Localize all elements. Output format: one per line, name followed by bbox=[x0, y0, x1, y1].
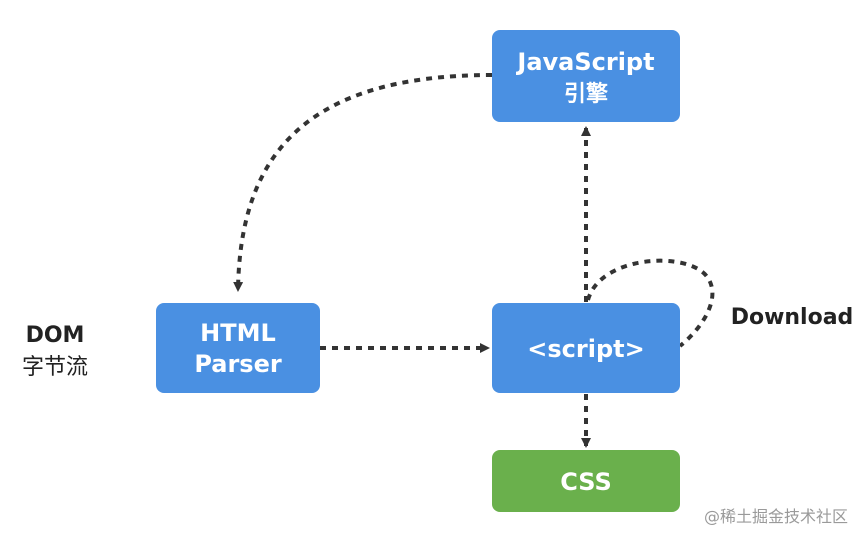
js-engine-label-line1: JavaScript bbox=[515, 48, 654, 76]
script-label: <script> bbox=[527, 335, 644, 363]
node-css: CSS bbox=[492, 450, 680, 512]
node-js-engine: JavaScript 引擎 bbox=[492, 30, 680, 122]
download-label: Download bbox=[731, 305, 854, 330]
watermark-text: @稀土掘金技术社区 bbox=[704, 507, 848, 526]
download-loop bbox=[586, 258, 715, 348]
node-html-parser: HTML Parser bbox=[156, 303, 320, 393]
byte-stream-label: 字节流 bbox=[22, 355, 88, 380]
html-parser-label-line2: Parser bbox=[194, 350, 282, 378]
html-parser-label-line1: HTML bbox=[200, 319, 276, 347]
js-engine-label-line2: 引擎 bbox=[564, 82, 608, 107]
node-script: <script> bbox=[492, 303, 680, 393]
dom-label: DOM bbox=[26, 323, 85, 348]
css-label: CSS bbox=[560, 468, 612, 496]
arrow-js-to-parser bbox=[233, 73, 493, 292]
